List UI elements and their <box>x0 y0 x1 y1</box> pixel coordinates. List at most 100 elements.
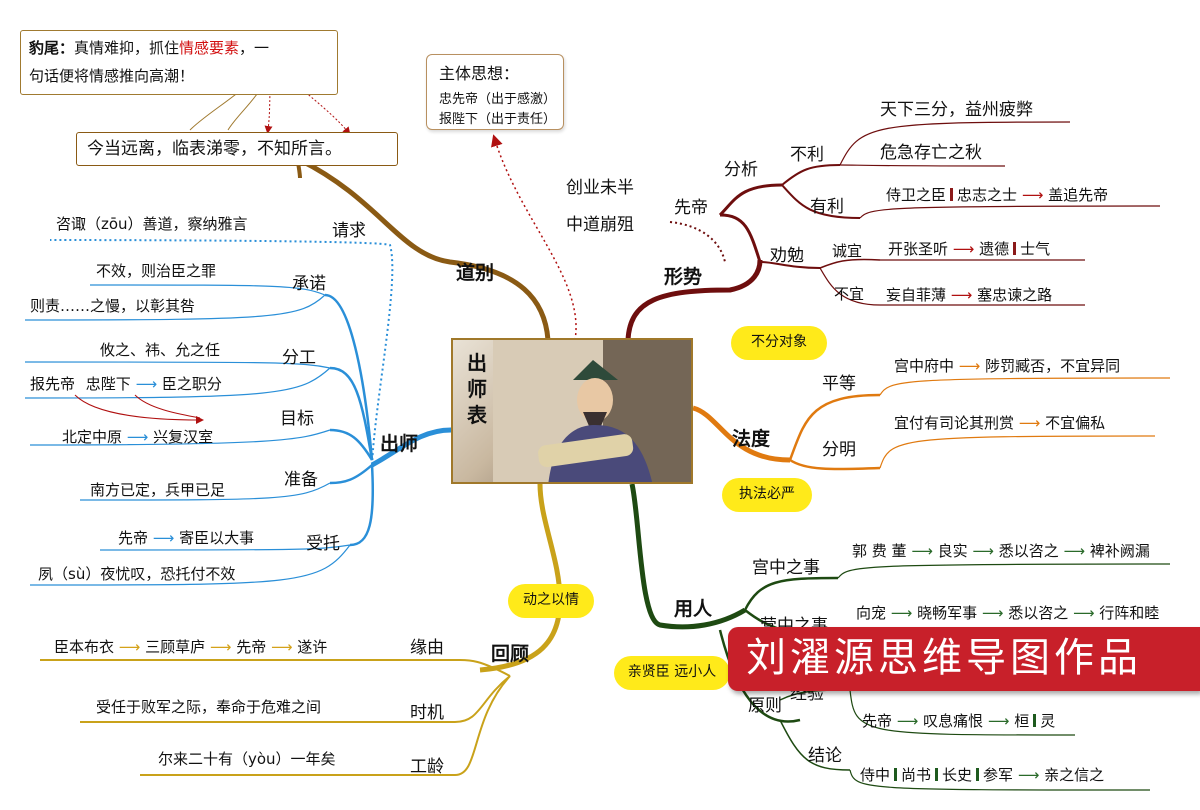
edge-yongren-main <box>629 483 747 630</box>
node-jielun: 结论 <box>808 746 842 766</box>
node-fengong-a: 攸之、祎、允之任 <box>100 341 221 359</box>
edge-fadu-fenming <box>789 458 881 471</box>
center-node: 出师表 <box>451 338 693 484</box>
node-youli-a: 侍卫之臣 <box>886 186 947 204</box>
arrow-icon: ⟶ <box>135 375 158 393</box>
author-banner-text: 刘濯源思维导图作品 <box>746 635 1142 681</box>
node-shoutuo-line: 先帝 ⟶ 寄臣以大事 <box>118 529 254 547</box>
node-fenming: 分明 <box>822 440 856 460</box>
node-mubiao-a: 北定中原 <box>62 428 123 446</box>
callout-label: 豹尾： <box>29 39 75 57</box>
node-jingyan-a: 先帝 <box>862 712 893 730</box>
arrow-icon: ⟶ <box>1018 414 1041 432</box>
edge-chushi-shoutuo <box>349 464 375 547</box>
node-pingdeng-line: 宫中府中 ⟶ 陟罚臧否，不宜异同 <box>894 357 1120 375</box>
edge-fengong-red-1 <box>74 394 204 424</box>
node-shoutuo: 受托 <box>306 534 340 554</box>
separator-bar <box>935 768 939 781</box>
node-jielun-line: 侍中尚书长史参军 ⟶ 亲之信之 <box>860 766 1104 784</box>
edge-chushi-fengong <box>329 366 374 461</box>
arrow-icon: ⟶ <box>118 638 141 656</box>
edge-chengnuo-2 <box>24 294 326 321</box>
edge-chengnuo-1 <box>89 284 326 296</box>
node-buyi: 不宜 <box>834 285 865 303</box>
edge-buli-2 <box>839 164 1006 167</box>
node-pingdeng-b: 陟罚臧否，不宜异同 <box>985 357 1121 375</box>
node-gongling-a: 尔来二十有（yòu）一年矣 <box>158 750 336 768</box>
cloud-dongzhi: 动之以情 <box>512 588 590 614</box>
node-gongling: 工龄 <box>410 757 444 777</box>
node-buli: 不利 <box>790 145 824 165</box>
branch-chushi: 出师 <box>380 433 419 455</box>
callout-text-before: 真情难抑，抓住 <box>74 39 180 57</box>
node-buyi-line: 妄自菲薄 ⟶ 塞忠谏之路 <box>886 286 1052 304</box>
edge-fengong-1 <box>24 361 331 369</box>
node-pingdeng-a: 宫中府中 <box>894 357 955 375</box>
node-youli-c: 盖追先帝 <box>1048 186 1109 204</box>
node-yuanyou-d: 遂许 <box>297 638 328 656</box>
arrow-icon: ⟶ <box>152 529 175 547</box>
node-xiandi: 先帝 <box>674 198 708 218</box>
node-gongzhong-b: 良实 <box>937 542 968 560</box>
node-shoutuo-a: 先帝 <box>118 529 149 547</box>
edge-shoutuo-1 <box>99 544 351 551</box>
edge-shoutuo-2 <box>29 544 351 586</box>
node-fenming-a: 宜付有司论其刑赏 <box>894 414 1015 432</box>
node-chengnuo-b: 则责……之慢，以彰其咎 <box>30 297 196 315</box>
center-title: 出师表 <box>467 351 487 427</box>
branch-daobie: 道别 <box>456 262 495 284</box>
node-fengong-c: 忠陛下 <box>85 375 131 393</box>
node-gongzhong-line: 郭 费 董 ⟶ 良实 ⟶ 悉以咨之 ⟶ 裨补阙漏 <box>852 542 1150 560</box>
cloud-bufen: 不分对象 <box>735 330 823 356</box>
node-fenxi: 分析 <box>724 160 758 180</box>
arrow-icon: ⟶ <box>270 638 293 656</box>
edge-thought-dotted <box>491 134 577 341</box>
node-yuanyou-a: 臣本布衣 <box>54 638 115 656</box>
node-yingzhong-a: 向宠 <box>856 604 887 622</box>
node-fenming-line: 宜付有司论其刑赏 ⟶ 不宜偏私 <box>894 414 1105 432</box>
edge-chushi-mubiao <box>329 428 374 461</box>
edge-quanmian-buyi <box>819 267 1085 306</box>
node-shiji-a: 受任于败军之际，奉命于危难之间 <box>96 698 322 716</box>
node-fengong-d: 臣之职分 <box>161 375 222 393</box>
node-jielun-a: 侍中 <box>860 766 891 784</box>
node-chengnuo: 承诺 <box>292 274 326 294</box>
node-buli-2: 危急存亡之秋 <box>880 143 982 163</box>
edge-quanmian-chengyi <box>819 258 881 269</box>
node-mubiao: 目标 <box>280 409 314 429</box>
edge-fadu-main <box>692 405 791 463</box>
node-chengyi-a: 开张圣听 <box>888 240 949 258</box>
edge-fenming-line <box>879 435 1156 469</box>
edge-youli-1 <box>859 205 1161 219</box>
node-qingqiu-a: 咨诹（zōu）善道，察纳雅言 <box>56 215 248 233</box>
node-zhongdao: 中道崩殂 <box>566 215 634 235</box>
node-qingqiu: 请求 <box>332 221 366 241</box>
node-yuanyou-line: 臣本布衣 ⟶ 三顾草庐 ⟶ 先帝 ⟶ 遂许 <box>54 638 327 656</box>
branch-huigu: 回顾 <box>491 643 530 665</box>
node-fenming-b: 不宜偏私 <box>1045 414 1106 432</box>
author-banner: 刘濯源思维导图作品 <box>728 627 1200 691</box>
node-jingyan-line: 先帝 ⟶ 叹息痛恨 ⟶ 桓灵 <box>862 712 1055 730</box>
node-chengyi-line: 开张圣听 ⟶ 遗德士气 <box>888 240 1050 258</box>
edge-jielun-line <box>849 769 1151 791</box>
edge-buli-1 <box>839 121 1071 166</box>
edge-fenxi-buli <box>781 164 841 186</box>
edge-fenxi-youli <box>781 184 861 219</box>
daobie-quote-box: 今当远离，临表涕零，不知所言。 <box>76 132 398 166</box>
node-youli-b: 忠志之士 <box>957 186 1018 204</box>
node-yingzhong-line: 向宠 ⟶ 晓畅军事 ⟶ 悉以咨之 ⟶ 行阵和睦 <box>856 604 1159 622</box>
arrow-icon: ⟶ <box>1021 186 1044 204</box>
edge-huigu-yuanyou <box>40 659 511 677</box>
edge-chushi-chengnuo <box>324 293 374 461</box>
node-yingzhong-c: 悉以咨之 <box>1008 604 1069 622</box>
edge-xingshi-fenxi <box>718 183 783 217</box>
arrow-icon: ⟶ <box>972 542 994 560</box>
node-yuanyou-b: 三顾草庐 <box>145 638 206 656</box>
arrow-icon: ⟶ <box>890 604 913 622</box>
node-pingdeng: 平等 <box>822 374 856 394</box>
node-buyi-a: 妄自菲薄 <box>886 286 947 304</box>
node-chengyi-c: 士气 <box>1020 240 1051 258</box>
edge-huigu-gongling <box>140 675 511 776</box>
edge-chushi-main <box>370 427 452 468</box>
node-youli-line: 侍卫之臣忠志之士 ⟶ 盖追先帝 <box>886 186 1108 204</box>
